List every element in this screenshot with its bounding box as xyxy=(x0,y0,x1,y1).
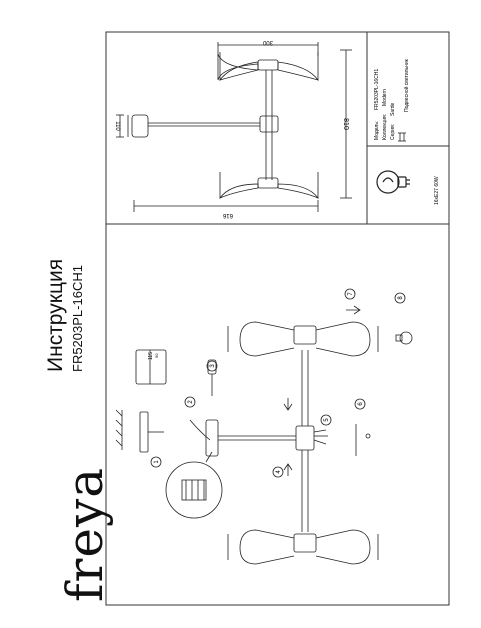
step-1-marker: 1 xyxy=(154,460,160,464)
brand-logo: freya xyxy=(56,466,114,602)
outer-frame xyxy=(105,31,450,606)
step-6-marker: 6 xyxy=(358,402,364,406)
dim-height-label: 110 xyxy=(114,121,120,131)
spec-row1-value: FR5203PL-16CH1 xyxy=(374,69,380,110)
step-markers: 1 2 3 4 5 6 7 8 xyxy=(150,288,406,478)
step-3-marker: 3 xyxy=(210,364,216,368)
step-5-marker: 5 xyxy=(324,418,330,422)
spec-row4-value: Подвесной светильник xyxy=(403,58,410,112)
dim-depth-label: 616 xyxy=(222,212,233,218)
assembly-drawing xyxy=(115,305,413,565)
spec-row2-label: Коллекция: xyxy=(382,114,388,140)
pendant-type-icon xyxy=(398,132,406,142)
dim-width-label: 300 xyxy=(262,39,273,45)
spec-row3-value: Sarde xyxy=(390,102,396,116)
document-title: Инструкция xyxy=(44,258,67,372)
bulb-spec-label: 16xE27 60W xyxy=(434,176,440,205)
bulb-icon xyxy=(376,170,410,194)
install-dim-outer: 115 xyxy=(148,352,154,360)
spec-table: Модель: FR5203PL-16CH1 Коллекция: Modern… xyxy=(374,58,410,140)
step-7-marker: 7 xyxy=(348,292,354,296)
dim-length-label: 810 xyxy=(342,118,349,130)
step-8-marker: 8 xyxy=(398,296,404,300)
document-model: FR5203PL-16CH1 xyxy=(70,265,85,372)
spec-row2-value: Modern xyxy=(382,89,388,106)
spec-row3-label: Серия: xyxy=(390,124,396,140)
step-4-marker: 4 xyxy=(276,470,282,474)
dimension-drawing xyxy=(116,42,352,212)
spec-row1-label: Модель: xyxy=(374,121,380,140)
install-dim-inner: 90 xyxy=(154,353,159,358)
step-2-marker: 2 xyxy=(188,400,194,404)
